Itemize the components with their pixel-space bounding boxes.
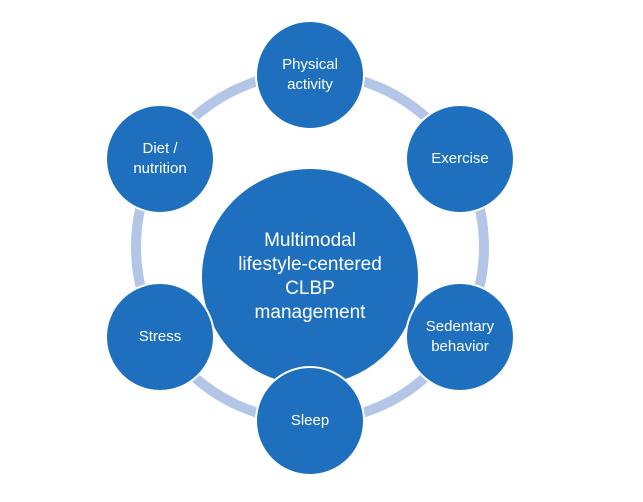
node-diet-nutrition: Diet / nutrition	[105, 104, 215, 214]
node-sedentary-behavior: Sedentary behavior	[405, 282, 515, 392]
node-physical-activity-label: Physical activity	[282, 56, 338, 93]
node-stress: Stress	[105, 282, 215, 392]
node-diet-nutrition-label: Diet / nutrition	[133, 140, 187, 177]
node-sleep-label: Sleep	[290, 412, 330, 429]
node-physical-activity: Physical activity	[255, 20, 365, 130]
node-exercise-label: Exercise	[431, 150, 489, 167]
node-sedentary-behavior-label: Sedentary behavior	[425, 318, 495, 355]
node-stress-label: Stress	[138, 328, 182, 345]
center-node: Multimodal lifestyle-centered CLBP manag…	[200, 167, 420, 387]
node-sleep: Sleep	[255, 366, 365, 476]
node-exercise: Exercise	[405, 104, 515, 214]
center-node-label: Multimodal lifestyle-centered CLBP manag…	[238, 230, 382, 323]
